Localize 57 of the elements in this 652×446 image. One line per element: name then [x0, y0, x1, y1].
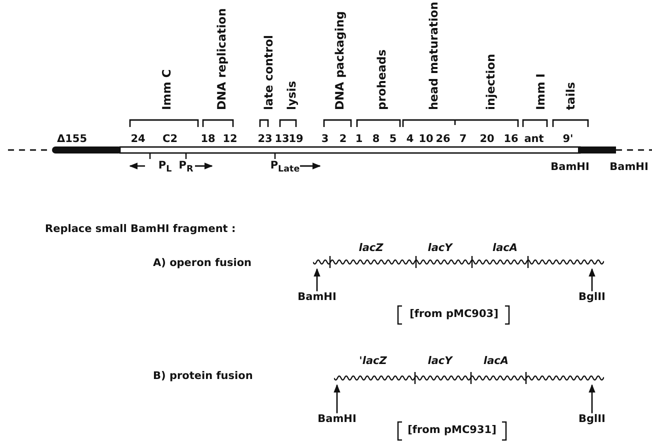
gene-label: 'lacZ	[359, 356, 387, 368]
gene-label: ant	[524, 134, 544, 146]
gene-label: 2	[339, 134, 347, 146]
gene-label: 24	[130, 134, 146, 146]
gene-label: 18	[200, 134, 216, 146]
gene-label: lacY	[428, 243, 452, 255]
gene-label: 1	[355, 134, 363, 146]
restriction-site-label: BamHI	[298, 292, 336, 304]
fusion-type-label: A) operon fusion	[153, 258, 252, 270]
arrow	[314, 268, 320, 292]
gene-group-label: late control	[262, 35, 276, 110]
gene-label: 13	[274, 134, 290, 146]
gene-group-label: proheads	[376, 49, 388, 110]
gene-label: 23	[258, 134, 272, 146]
gene-label: lacA	[492, 243, 518, 255]
gene-label: 7	[459, 134, 467, 146]
gene-group-label: head maturation	[428, 2, 440, 110]
restriction-site-label: BglII	[578, 414, 606, 426]
promoter-label: P$_{L}$	[158, 160, 172, 176]
gene-label: lacA	[483, 356, 509, 368]
arrow	[588, 384, 596, 414]
plasmid-source-label: [from pMC903]	[410, 309, 498, 321]
gene-group-label: tails	[564, 82, 578, 110]
gene-label: 8	[372, 134, 380, 146]
gene-group-label: DNA replication	[216, 8, 228, 110]
gene-label: 19	[288, 134, 304, 146]
gene-label: lacY	[428, 356, 452, 368]
dna-segment-drawing	[313, 256, 604, 268]
gene-label: 4	[406, 134, 414, 146]
gene-group-label: lysis	[286, 80, 298, 110]
arrow	[588, 268, 596, 292]
gene-label: 16	[504, 134, 518, 146]
plasmid-source-label: [from pMC931]	[408, 425, 496, 437]
fusion-type-label: B) protein fusion	[153, 371, 253, 383]
promoter-label: P$_{Late}$	[270, 160, 300, 176]
restriction-site-label: BamHI	[550, 162, 590, 174]
gene-group-label: DNA packaging	[334, 11, 346, 110]
deletion-label: Δ155	[56, 134, 88, 146]
instruction-text: Replace small BamHI fragment :	[45, 224, 236, 236]
restriction-site-label: BglII	[578, 292, 606, 304]
restriction-site-label: BamHI	[610, 162, 648, 174]
gene-group-label: Imm I	[534, 73, 548, 110]
gene-label: 20	[480, 134, 494, 146]
restriction-site-label: BamHI	[318, 414, 356, 426]
gene-label: lacZ	[358, 243, 384, 255]
gene-label: 3	[321, 134, 329, 146]
arrow	[334, 384, 340, 414]
gene-group-label: injection	[484, 54, 498, 110]
gene-group-label: Imm C	[160, 69, 174, 110]
dna-segment-drawing	[334, 372, 604, 384]
gene-label: 26	[436, 134, 450, 146]
gene-label: 5	[389, 134, 397, 146]
gene-label: C2	[162, 134, 178, 146]
gene-label: 10	[418, 134, 434, 146]
gene-label: 12	[222, 134, 238, 146]
gene-label: 9'	[562, 134, 574, 146]
promoter-label: P$_{R}$	[178, 160, 194, 176]
